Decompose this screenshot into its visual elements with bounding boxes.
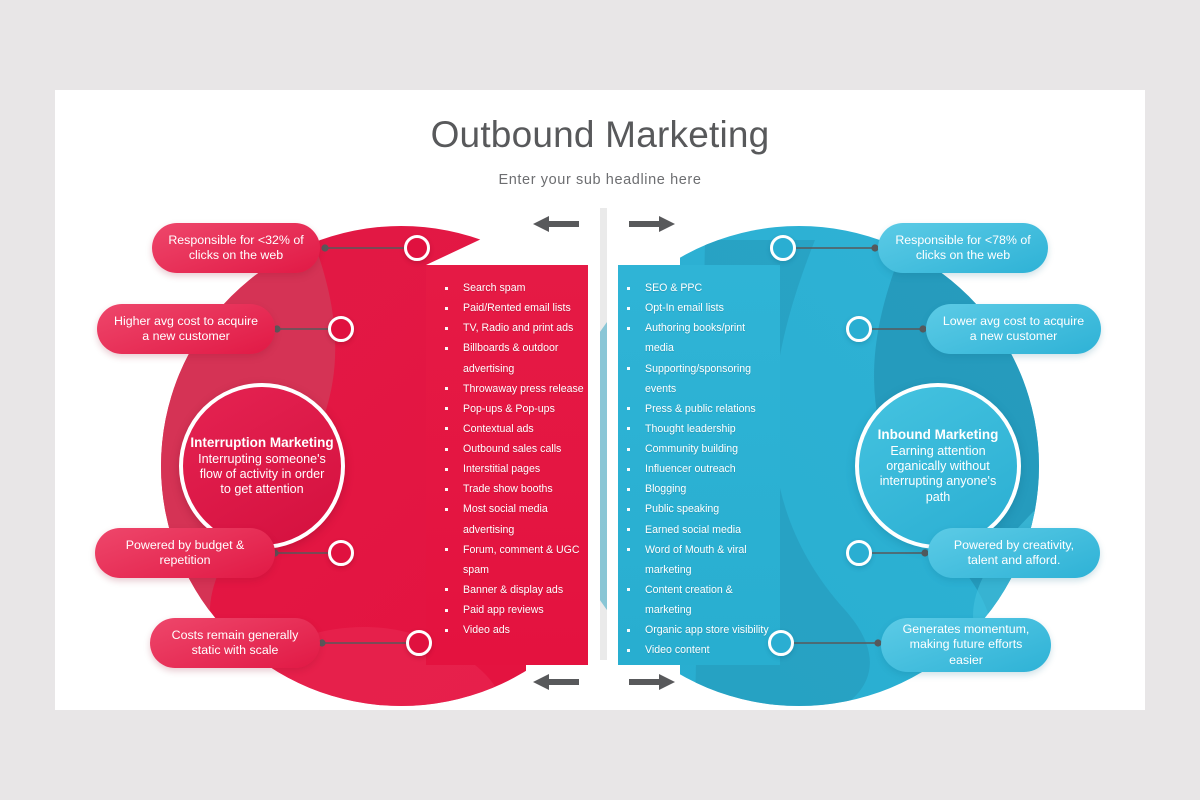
list-item: TV, Radio and print ads bbox=[441, 318, 593, 338]
left-items-list: Search spam Paid/Rented email lists TV, … bbox=[441, 278, 593, 640]
left-callout-2[interactable]: Higher avg cost to acquire a new custome… bbox=[97, 304, 275, 354]
list-item: Pop-ups & Pop-ups bbox=[441, 399, 593, 419]
right-hub-title: Inbound Marketing bbox=[877, 427, 999, 443]
list-item: Most social media advertising bbox=[441, 499, 593, 539]
left-hub-title: Interruption Marketing bbox=[190, 434, 334, 450]
left-hub-description: Interrupting someone's flow of activity … bbox=[198, 451, 326, 497]
left-callout-3[interactable]: Powered by budget & repetition bbox=[95, 528, 275, 578]
left-callout-4[interactable]: Costs remain generally static with scale bbox=[150, 618, 320, 668]
list-item: Search spam bbox=[441, 278, 593, 298]
list-item: Video content bbox=[623, 640, 775, 660]
left-hub-circle[interactable]: Interruption Marketing Interrupting some… bbox=[179, 383, 345, 549]
right-callout-4[interactable]: Generates momentum, making future effort… bbox=[881, 618, 1051, 672]
list-item: Paid/Rented email lists bbox=[441, 298, 593, 318]
list-item: Content creation & marketing bbox=[623, 580, 775, 620]
diagram-stage: Interruption Marketing Interrupting some… bbox=[55, 90, 1145, 710]
right-hub-description: Earning attention organically without in… bbox=[879, 444, 997, 504]
right-node-3[interactable] bbox=[846, 540, 872, 566]
list-item: Trade show booths bbox=[441, 479, 593, 499]
right-callout-3[interactable]: Powered by creativity, talent and afford… bbox=[928, 528, 1100, 578]
list-item: Press & public relations bbox=[623, 399, 775, 419]
right-list-panel bbox=[618, 218, 780, 710]
list-item: Contextual ads bbox=[441, 419, 593, 439]
list-item: Paid app reviews bbox=[441, 600, 593, 620]
list-item: Thought leadership bbox=[623, 419, 775, 439]
left-connectors bbox=[275, 247, 419, 644]
page-title: Outbound Marketing bbox=[430, 114, 770, 155]
arrow-right-top-icon bbox=[629, 216, 675, 232]
list-item: Interstitial pages bbox=[441, 459, 593, 479]
list-item: Billboards & outdoor advertising bbox=[441, 338, 593, 378]
slide-card: Outbound Marketing Enter your sub headli… bbox=[55, 90, 1145, 710]
right-callout-2[interactable]: Lower avg cost to acquire a new customer bbox=[926, 304, 1101, 354]
arrow-right-bottom-icon bbox=[629, 674, 675, 690]
list-item: Organic app store visibility bbox=[623, 620, 775, 640]
list-item: Word of Mouth & viral marketing bbox=[623, 540, 775, 580]
right-items-list: SEO & PPC Opt-In email lists Authoring b… bbox=[623, 278, 775, 660]
right-callout-1[interactable]: Responsible for <78% of clicks on the we… bbox=[878, 223, 1048, 273]
left-items-ul: Search spam Paid/Rented email lists TV, … bbox=[441, 278, 593, 640]
list-item: Opt-In email lists bbox=[623, 298, 775, 318]
list-item: Forum, comment & UGC spam bbox=[441, 540, 593, 580]
right-node-1[interactable] bbox=[770, 235, 796, 261]
list-item: SEO & PPC bbox=[623, 278, 775, 298]
left-node-4[interactable] bbox=[406, 630, 432, 656]
arrow-left-bottom-icon bbox=[533, 674, 579, 690]
left-node-1[interactable] bbox=[404, 235, 430, 261]
list-item: Throwaway press release bbox=[441, 379, 593, 399]
list-item: Supporting/sponsoring events bbox=[623, 359, 775, 399]
left-list-panel bbox=[426, 218, 588, 710]
left-node-2[interactable] bbox=[328, 316, 354, 342]
right-hub-circle[interactable]: Inbound Marketing Earning attention orga… bbox=[855, 383, 1021, 549]
left-node-3[interactable] bbox=[328, 540, 354, 566]
list-item: Banner & display ads bbox=[441, 580, 593, 600]
center-divider bbox=[588, 208, 618, 660]
left-callout-1[interactable]: Responsible for <32% of clicks on the we… bbox=[152, 223, 320, 273]
right-connector-endpoints bbox=[871, 244, 929, 647]
list-item: Outbound sales calls bbox=[441, 439, 593, 459]
list-item: Video ads bbox=[441, 620, 593, 640]
right-node-4[interactable] bbox=[768, 630, 794, 656]
list-item: Earned social media bbox=[623, 520, 775, 540]
list-item: Blogging bbox=[623, 479, 775, 499]
list-item: Authoring books/print media bbox=[623, 318, 775, 358]
list-item: Community building bbox=[623, 439, 775, 459]
list-item: Influencer outreach bbox=[623, 459, 775, 479]
arrow-left-top-icon bbox=[533, 216, 579, 232]
page-subtitle: Enter your sub headline here bbox=[498, 172, 702, 188]
list-item: Public speaking bbox=[623, 499, 775, 519]
right-items-ul: SEO & PPC Opt-In email lists Authoring b… bbox=[623, 278, 775, 660]
right-node-2[interactable] bbox=[846, 316, 872, 342]
